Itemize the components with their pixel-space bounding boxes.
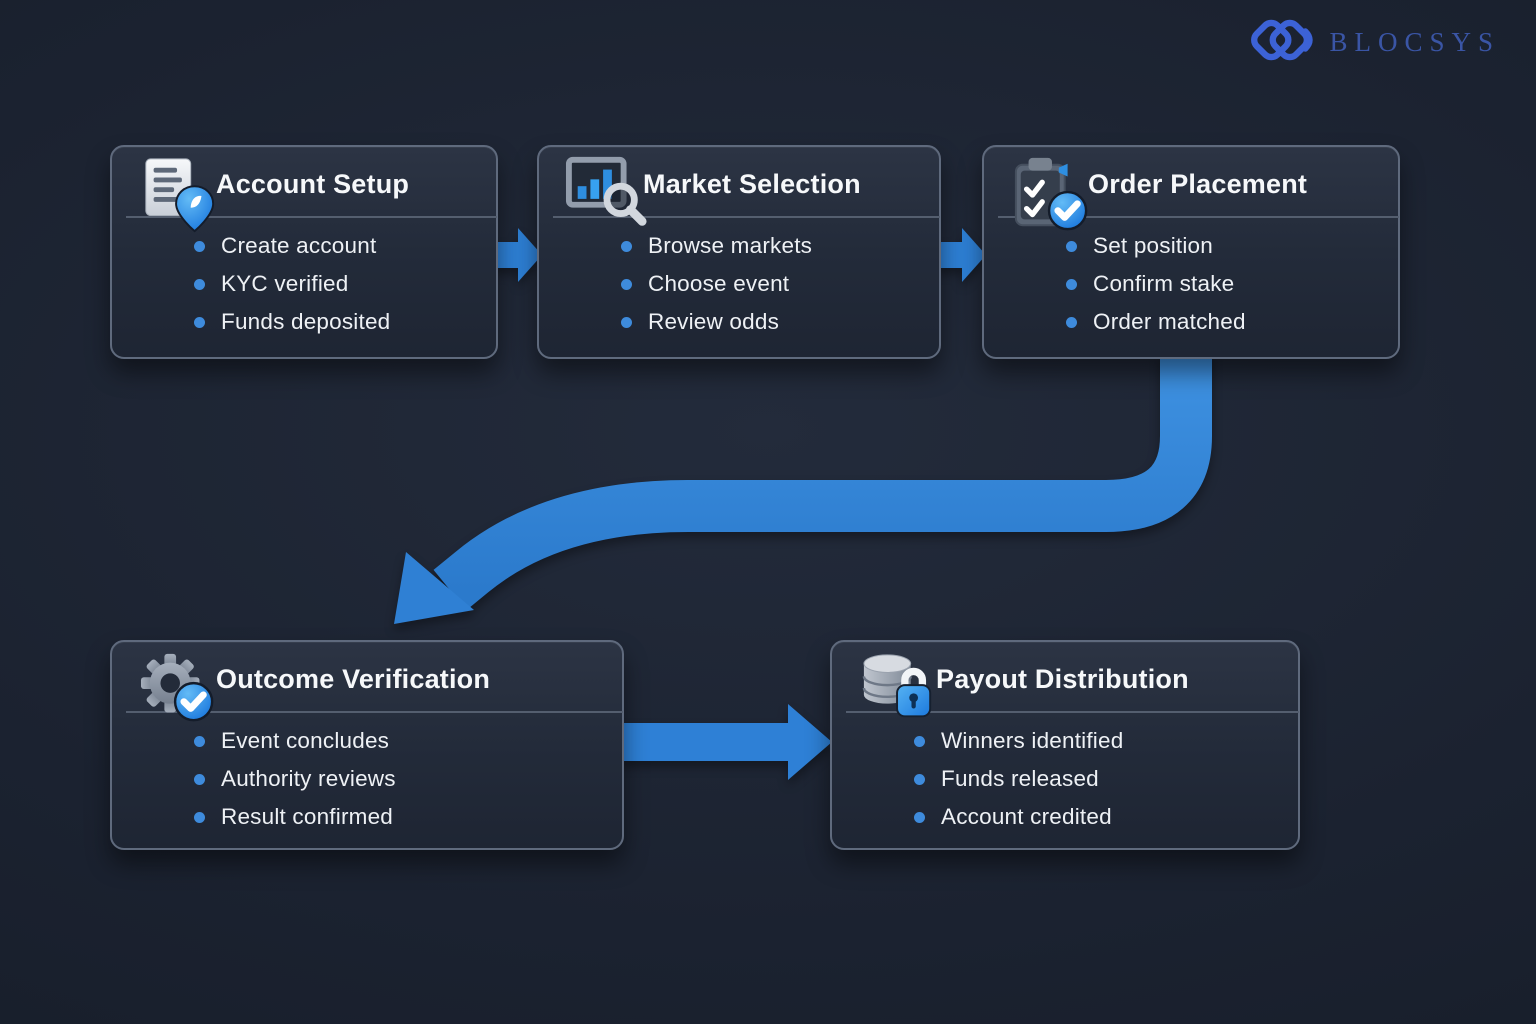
title-divider — [126, 216, 497, 218]
bullet-label: KYC verified — [221, 271, 349, 296]
card-title: Market Selection — [643, 169, 861, 199]
blocsys-logo-icon — [1243, 12, 1321, 73]
bullet-label: Event concludes — [221, 728, 390, 753]
step-detail-list: Event concludes Authority reviews Result… — [194, 722, 612, 836]
list-item: Order matched — [1066, 303, 1388, 341]
bullet-dot — [914, 773, 925, 785]
bullet-label: Choose event — [648, 271, 790, 296]
bullet-label: Funds deposited — [221, 309, 391, 334]
brand-name: BLOCSYS — [1329, 27, 1500, 57]
card-title: Payout Distribution — [936, 664, 1189, 694]
title-divider — [846, 711, 1299, 713]
step-detail-list: Set position Confirm stake Order matched — [1066, 227, 1388, 341]
chart-magnifier-icon — [565, 155, 649, 239]
bullet-dot — [621, 316, 632, 328]
list-item: Event concludes — [194, 722, 612, 760]
step-detail-list: Winners identified Funds released Accoun… — [914, 722, 1288, 836]
step-card-outcome-verification: Outcome Verification Event concludes Aut… — [110, 640, 624, 850]
step-card-account-setup: Account Setup Create account KYC verifie… — [110, 145, 498, 359]
list-item: Account credited — [914, 798, 1288, 836]
bullet-dot — [194, 735, 205, 747]
list-item: Confirm stake — [1066, 265, 1388, 303]
bullet-label: Authority reviews — [221, 766, 396, 791]
bullet-label: Result confirmed — [221, 804, 394, 829]
bullet-label: Account credited — [941, 804, 1112, 829]
bullet-dot — [621, 278, 632, 290]
list-item: Funds deposited — [194, 303, 486, 341]
bullet-dot — [194, 811, 205, 823]
list-item: Choose event — [621, 265, 929, 303]
list-item: Result confirmed — [194, 798, 612, 836]
title-divider — [553, 216, 940, 218]
bullet-label: Browse markets — [648, 233, 813, 258]
step-card-market-selection: Market Selection Browse markets Choose e… — [537, 145, 941, 359]
card-title: Account Setup — [216, 169, 410, 199]
list-item: KYC verified — [194, 265, 486, 303]
bullet-dot — [1066, 240, 1077, 252]
bullet-label: Funds released — [941, 766, 1099, 791]
list-item: Browse markets — [621, 227, 929, 265]
list-item: Winners identified — [914, 722, 1288, 760]
step-card-order-placement: Order Placement Set position Confirm sta… — [982, 145, 1400, 359]
list-item: Funds released — [914, 760, 1288, 798]
bullet-dot — [1066, 278, 1077, 290]
title-divider — [998, 216, 1399, 218]
bullet-label: Review odds — [648, 309, 780, 334]
bullet-dot — [194, 240, 205, 252]
step-card-payout-distribution: Payout Distribution Winners identified F… — [830, 640, 1300, 850]
bullet-dot — [914, 811, 925, 823]
step-detail-list: Browse markets Choose event Review odds — [621, 227, 929, 341]
card-title: Order Placement — [1088, 169, 1308, 199]
list-item: Set position — [1066, 227, 1388, 265]
bullet-label: Set position — [1093, 233, 1213, 258]
bullet-label: Confirm stake — [1093, 271, 1235, 296]
bullet-label: Order matched — [1093, 309, 1246, 334]
bullet-label: Create account — [221, 233, 377, 258]
card-title: Outcome Verification — [216, 664, 491, 694]
bullet-dot — [194, 278, 205, 290]
gear-check-icon — [138, 650, 222, 734]
document-pin-icon — [138, 155, 222, 239]
arrow-step2-to-step3 — [936, 228, 986, 282]
arrow-step1-to-step2 — [492, 228, 542, 282]
brand-logo: BLOCSYS — [1243, 12, 1500, 73]
list-item: Review odds — [621, 303, 929, 341]
bullet-dot — [621, 240, 632, 252]
coins-lock-icon — [858, 650, 942, 734]
bullet-dot — [194, 316, 205, 328]
step-detail-list: Create account KYC verified Funds deposi… — [194, 227, 486, 341]
bullet-dot — [914, 735, 925, 747]
bullet-dot — [194, 773, 205, 785]
title-divider — [126, 711, 623, 713]
list-item: Authority reviews — [194, 760, 612, 798]
bullet-dot — [1066, 316, 1077, 328]
bullet-label: Winners identified — [941, 728, 1124, 753]
arrow-step4-to-step5 — [620, 704, 832, 780]
list-item: Create account — [194, 227, 486, 265]
clipboard-check-icon — [1010, 155, 1094, 239]
